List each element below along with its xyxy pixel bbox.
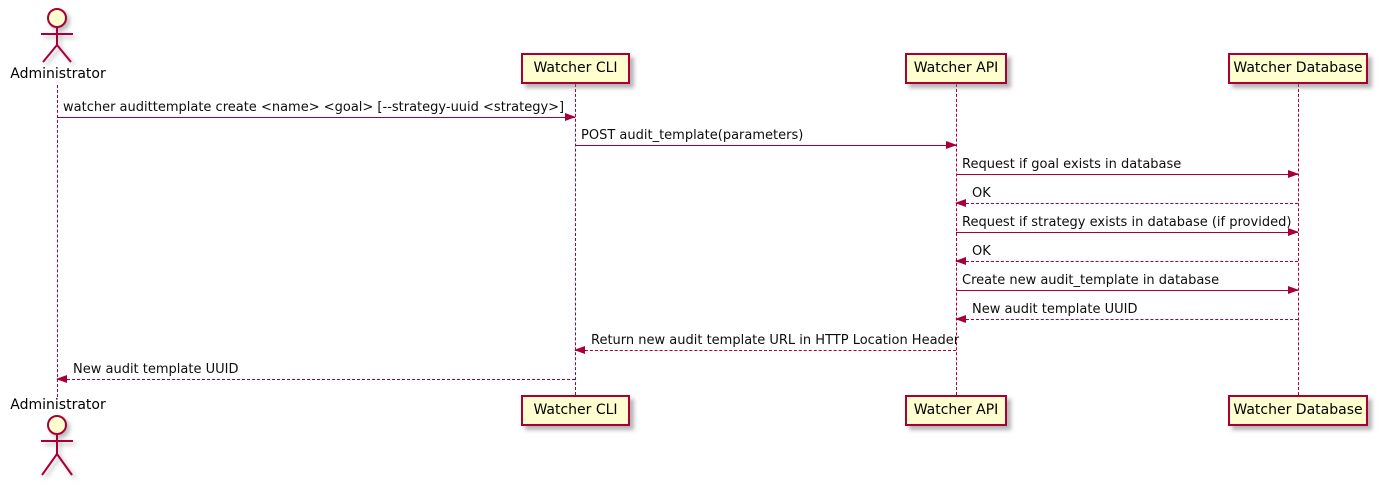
- message-3-arrow: [956, 170, 1299, 178]
- message-10: New audit template UUID: [56, 362, 575, 383]
- participant-watcher-database-bottom: Watcher Database: [1228, 395, 1368, 426]
- message-6-label: OK: [972, 244, 991, 259]
- message-9: Return new audit template URL in HTTP Lo…: [574, 333, 960, 354]
- message-9-label: Return new audit template URL in HTTP Lo…: [591, 333, 960, 348]
- actor-icon-bottom: [41, 415, 73, 476]
- message-8: New audit template UUID: [955, 302, 1298, 323]
- message-7: Create new audit_template in database: [956, 273, 1299, 294]
- lifeline-watcher-database: [1298, 84, 1299, 395]
- message-4-label: OK: [972, 186, 991, 201]
- message-6: OK: [955, 244, 1298, 265]
- message-6-arrow: [955, 257, 1298, 265]
- message-8-label: New audit template UUID: [972, 302, 1138, 317]
- actor-label-bottom: Administrator: [10, 397, 106, 413]
- actor-icon-top: [41, 8, 73, 63]
- message-3-label: Request if goal exists in database: [962, 157, 1182, 172]
- message-8-arrow: [955, 315, 1298, 323]
- participant-watcher-database-top: Watcher Database: [1228, 53, 1368, 84]
- lifeline-administrator: [57, 85, 58, 397]
- message-2: POST audit_template(parameters): [575, 128, 957, 149]
- lifeline-watcher-api: [956, 84, 957, 395]
- lifeline-watcher-cli: [575, 84, 576, 395]
- message-7-label: Create new audit_template in database: [962, 273, 1220, 288]
- message-7-arrow: [956, 286, 1299, 294]
- participant-watcher-cli-top: Watcher CLI: [521, 53, 630, 84]
- actor-label-top: Administrator: [10, 66, 106, 82]
- message-2-label: POST audit_template(parameters): [581, 128, 804, 143]
- participant-watcher-api-top: Watcher API: [905, 53, 1007, 84]
- participant-watcher-cli-bottom: Watcher CLI: [521, 395, 630, 426]
- message-3: Request if goal exists in database: [956, 157, 1299, 178]
- message-2-arrow: [575, 141, 957, 149]
- message-5-label: Request if strategy exists in database (…: [962, 215, 1292, 230]
- message-9-arrow: [574, 346, 956, 354]
- message-1-arrow: [57, 113, 576, 121]
- message-4: OK: [955, 186, 1298, 207]
- message-1-label: watcher audittemplate create <name> <goa…: [63, 100, 565, 115]
- message-5-arrow: [956, 228, 1299, 236]
- message-4-arrow: [955, 199, 1298, 207]
- message-5: Request if strategy exists in database (…: [956, 215, 1299, 236]
- message-1: watcher audittemplate create <name> <goa…: [57, 100, 576, 121]
- message-10-arrow: [56, 375, 575, 383]
- participant-watcher-api-bottom: Watcher API: [905, 395, 1007, 426]
- message-10-label: New audit template UUID: [73, 362, 239, 377]
